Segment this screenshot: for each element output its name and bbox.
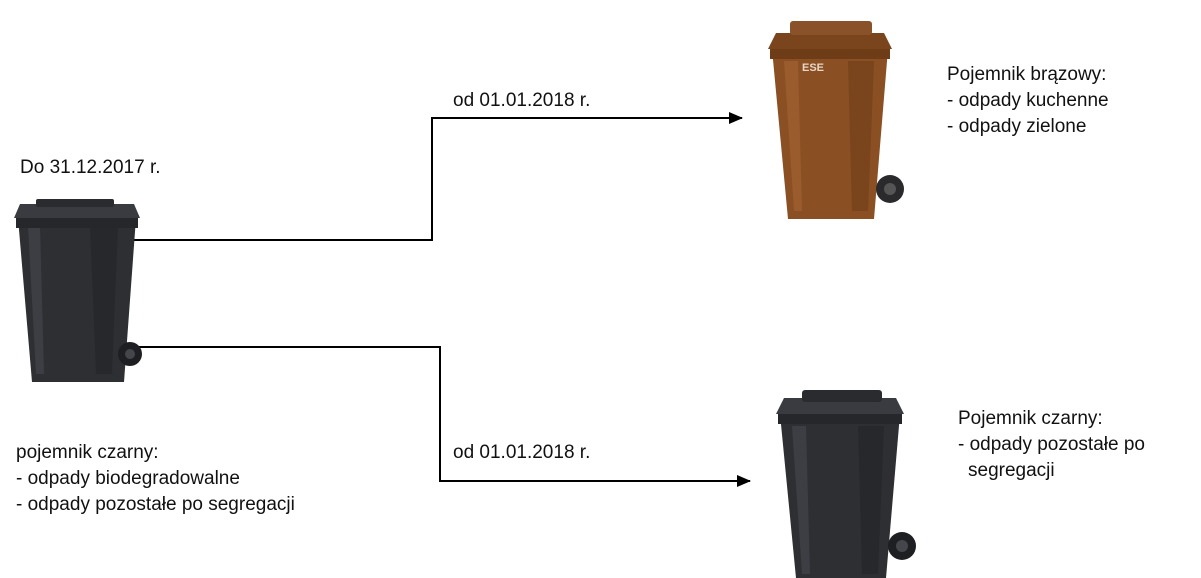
arrow-bottom-label: od 01.01.2018 r. (453, 442, 591, 463)
old-bin-item: - odpady pozostałe po segregacji (16, 494, 295, 515)
new-black-bin-image (776, 390, 916, 578)
brown-bin-description: Pojemnik brązowy: - odpady kuchenne - od… (947, 62, 1109, 140)
new-black-bin-description: Pojemnik czarny: - odpady pozostałe po s… (958, 406, 1145, 484)
brown-bin-item: - odpady zielone (947, 116, 1087, 137)
new-black-bin-item: - odpady pozostałe po (958, 434, 1145, 455)
old-date-label: Do 31.12.2017 r. (20, 157, 161, 178)
old-bin-title: pojemnik czarny: (16, 442, 159, 463)
brown-bin-image: ESE (768, 21, 904, 219)
old-bin-item: - odpady biodegradowalne (16, 468, 240, 489)
old-black-bin-image (14, 199, 142, 382)
new-black-bin-title: Pojemnik czarny: (958, 408, 1103, 429)
arrow-bottom-line (130, 346, 751, 487)
ese-logo: ESE (802, 62, 824, 74)
arrow-top-label: od 01.01.2018 r. (453, 90, 591, 111)
brown-bin-title: Pojemnik brązowy: (947, 64, 1107, 85)
new-black-bin-item: segregacji (968, 460, 1055, 481)
arrow-top-line (122, 112, 743, 241)
old-bin-description: pojemnik czarny: - odpady biodegradowaln… (16, 440, 295, 518)
brown-bin-item: - odpady kuchenne (947, 90, 1109, 111)
